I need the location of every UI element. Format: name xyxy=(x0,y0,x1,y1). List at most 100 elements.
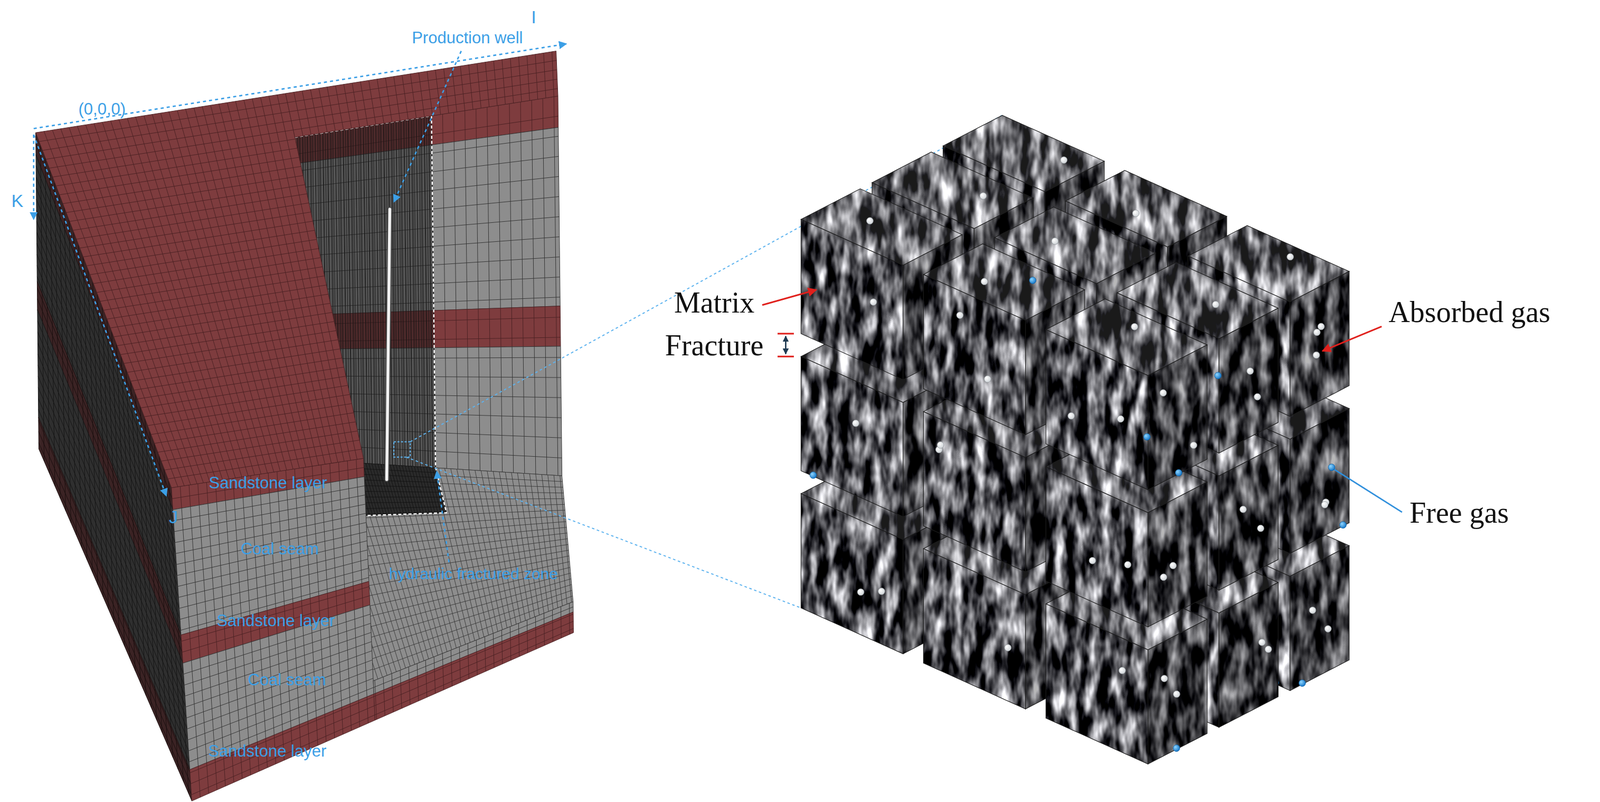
free-gas-dot xyxy=(809,471,817,479)
zoom-line xyxy=(405,457,801,609)
cube-front xyxy=(923,548,1026,709)
top-face xyxy=(285,51,558,138)
cube-front xyxy=(923,274,1026,435)
cube-right-texture xyxy=(1148,344,1208,490)
cube-front-texture xyxy=(923,411,1026,572)
absorbed-gas-dot xyxy=(1309,606,1317,614)
free-gas-dot xyxy=(1328,464,1336,471)
cube-front xyxy=(800,219,903,380)
absorbed-gas-dot xyxy=(979,192,987,200)
free-gas-dot xyxy=(1143,433,1151,441)
absorbed-gas-dot xyxy=(1264,645,1272,653)
absorbed-gas-dot xyxy=(1317,323,1325,330)
absorbed-gas-dot xyxy=(878,588,886,595)
cube-right xyxy=(1148,481,1208,627)
leader-arrow xyxy=(436,471,449,563)
absorbed-gas-dot xyxy=(1257,524,1265,532)
absorbed-gas-dot xyxy=(869,298,877,306)
absorbed-gas-dot xyxy=(1060,156,1068,164)
aperture-tick xyxy=(777,355,794,358)
cube-right xyxy=(1290,408,1350,554)
absorbed-gas-dot xyxy=(1124,561,1132,568)
free-gas-dot xyxy=(1172,744,1180,752)
cube-front-texture xyxy=(800,493,903,654)
absorbed-gas-dot xyxy=(1117,415,1125,423)
absorbed-gas-dot xyxy=(936,441,944,449)
absorbed-gas-dot xyxy=(1169,562,1177,570)
absorbed-gas-dot xyxy=(1258,638,1266,646)
absorbed-gas-dot xyxy=(983,375,991,383)
axis-label: K xyxy=(11,191,24,211)
cube-front xyxy=(800,493,903,654)
absorbed-gas-dot xyxy=(980,278,988,286)
zoom-box xyxy=(393,441,411,458)
front-face-coal xyxy=(182,604,374,770)
zone-label: hydraulic fractured zone xyxy=(389,564,558,583)
mesh-lines xyxy=(39,94,362,487)
layer-label: Sandstone layer xyxy=(207,742,327,761)
cube-right-texture xyxy=(1148,619,1208,764)
annotation-marks xyxy=(33,43,1403,563)
cube-right-texture xyxy=(1218,445,1278,590)
absorbed-gas-dot xyxy=(857,588,865,596)
absorbed-gas-dot xyxy=(1004,644,1012,651)
free-gas-dot xyxy=(1339,521,1347,529)
absorbed-gas-dot xyxy=(852,419,860,427)
reservoir-block xyxy=(35,51,574,801)
cube-right-texture xyxy=(1148,481,1208,627)
absorbed-gas-dot xyxy=(1324,625,1332,633)
aperture-arrow xyxy=(784,336,787,355)
mesh-lines xyxy=(373,613,574,720)
cube-right xyxy=(1218,308,1278,453)
cube-front xyxy=(1045,466,1148,627)
cube-right-texture xyxy=(1290,408,1350,554)
cube-front-texture xyxy=(923,548,1026,709)
leader-line xyxy=(1332,468,1403,513)
coal-cube xyxy=(1045,298,1207,490)
absorbed-gas-dot xyxy=(1246,367,1254,375)
absorbed-gas-dot xyxy=(1159,389,1167,397)
absorbed-gas-dot xyxy=(1321,501,1329,509)
callout-label: Fracture xyxy=(665,329,764,363)
cube-front-texture xyxy=(800,219,903,380)
axis-arrow xyxy=(33,43,567,129)
cube-right xyxy=(1218,582,1278,727)
callout-label: Free gas xyxy=(1409,496,1509,530)
absorbed-gas-dot xyxy=(1119,667,1126,675)
layer-label: Coal seam xyxy=(240,540,319,558)
leader-arrow xyxy=(762,289,817,306)
absorbed-gas-dot xyxy=(1160,675,1168,683)
top-face xyxy=(35,93,364,488)
cube-right xyxy=(1148,619,1208,764)
free-gas-dot xyxy=(1299,679,1306,687)
absorbed-gas-dot xyxy=(1173,690,1181,698)
absorbed-gas-dot xyxy=(956,311,964,319)
origin-label: (0,0,0) xyxy=(78,100,127,119)
absorbed-gas-dot xyxy=(1312,351,1320,359)
cube-front xyxy=(1045,329,1148,490)
layer-label: Sandstone layer xyxy=(209,474,328,492)
cube-front-texture xyxy=(1045,329,1148,490)
cube-front-texture xyxy=(1045,466,1148,627)
absorbed-gas-dot xyxy=(1239,505,1247,513)
cube-right xyxy=(1290,545,1350,691)
axis-label: J xyxy=(168,507,178,527)
axis-arrow xyxy=(33,134,167,496)
absorbed-gas-dot xyxy=(1160,573,1168,581)
free-gas-dot xyxy=(1029,277,1037,284)
mesh-lines xyxy=(373,603,574,694)
leader-arrow xyxy=(1322,326,1382,351)
cube-right-texture xyxy=(1218,308,1278,453)
axis-label: I xyxy=(531,7,536,27)
cube-front-texture xyxy=(1045,603,1148,764)
callout-label: Matrix xyxy=(674,286,755,320)
absorbed-gas-dot xyxy=(1089,556,1096,564)
layer-label: Coal seam xyxy=(247,670,326,689)
cube-front xyxy=(800,356,903,517)
absorbed-gas-dot xyxy=(1212,300,1220,308)
cube-front xyxy=(1045,603,1148,764)
production-well xyxy=(386,209,391,480)
mesh-lines xyxy=(190,696,375,798)
